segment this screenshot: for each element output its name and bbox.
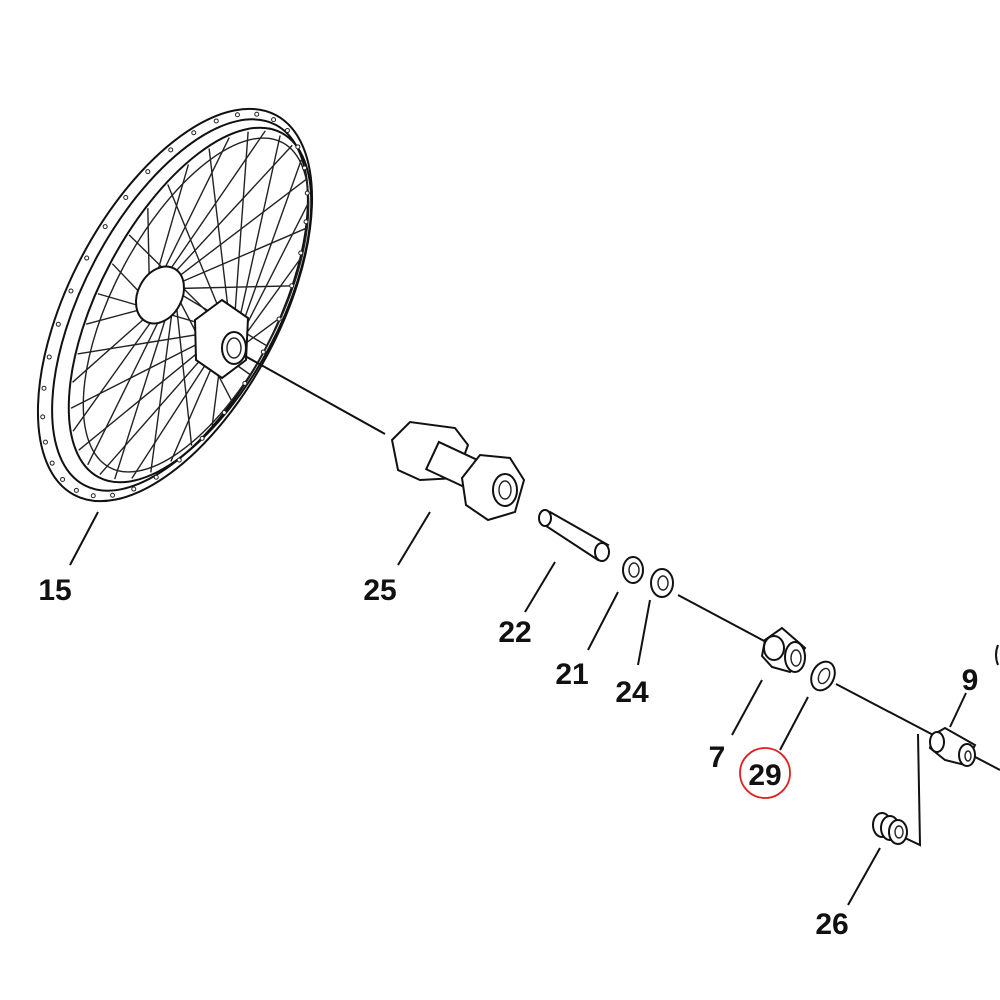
spoke (208, 148, 231, 320)
rim-hole (254, 111, 260, 117)
spacer-part-22 (538, 509, 610, 562)
rim-hole (213, 118, 219, 124)
rim-hole (68, 288, 74, 294)
rim-hole (168, 147, 174, 153)
rim-hole (303, 219, 309, 225)
rim-hole (84, 255, 90, 261)
washer-part-21 (622, 556, 644, 584)
axle-line (244, 355, 386, 435)
spoke (169, 144, 293, 278)
rim-hole (145, 169, 151, 175)
spoke (87, 318, 161, 466)
spoke (99, 352, 207, 475)
hub-part-25 (390, 420, 526, 522)
spoke (238, 201, 310, 341)
spoke (179, 227, 308, 284)
spoke (157, 137, 230, 282)
bushing-part-7 (760, 626, 807, 674)
rim-hole (271, 117, 277, 123)
spoke (175, 178, 308, 280)
spoke (152, 164, 190, 288)
leader-lines (69, 511, 967, 906)
spoke (233, 131, 249, 322)
rim-hole (46, 354, 52, 360)
rim-hole (73, 487, 79, 493)
rim-hole (176, 457, 182, 463)
part-label-29: 29 (748, 759, 781, 792)
seal-part-29 (810, 660, 836, 692)
rim-hole (110, 492, 116, 498)
part-label-9: 9 (962, 664, 979, 697)
rim-hole (191, 130, 197, 136)
spoke (182, 285, 294, 290)
part-label-26: 26 (815, 908, 848, 941)
spoke (163, 130, 266, 279)
rim-hole (199, 435, 205, 441)
rim-hole (123, 194, 129, 200)
rim-hole (260, 349, 266, 355)
part-label-25: 25 (363, 574, 396, 607)
rim-hole (131, 486, 137, 492)
part-label-15: 15 (38, 574, 71, 607)
rim-hole (298, 250, 304, 256)
bushing-part-9 (928, 726, 977, 767)
spoke (237, 135, 281, 327)
bracket-line (904, 733, 922, 847)
part-label-24: 24 (615, 676, 649, 709)
rim-hole (221, 410, 227, 416)
rim-hole (284, 128, 290, 134)
spoke (167, 184, 225, 320)
spoke (238, 159, 302, 334)
rim-hole (304, 190, 310, 196)
spoke (77, 332, 208, 355)
rim-hole (289, 283, 295, 289)
spoke (170, 360, 216, 462)
rim-hole (295, 144, 301, 150)
spoke (131, 357, 211, 479)
part-label-7: 7 (709, 741, 726, 774)
part-label-21: 21 (555, 658, 588, 691)
rim-hole (102, 224, 108, 230)
rim-hole (40, 414, 46, 420)
rim-hole (60, 476, 66, 482)
rim-hole (49, 460, 55, 466)
partial-part-edge (995, 644, 999, 666)
rim-hole (55, 321, 61, 327)
spoke (72, 316, 155, 432)
bearing-part-24 (650, 568, 674, 598)
axis-line (677, 594, 769, 644)
highlight-circle (739, 747, 791, 799)
bushing-part-26 (872, 812, 908, 845)
rim-hole (302, 165, 308, 171)
spoke (150, 314, 173, 473)
rim-hole (242, 380, 248, 386)
spoke-wheel (36, 107, 314, 503)
spoke (70, 339, 206, 409)
rim-hole (42, 439, 48, 445)
part-label-22: 22 (498, 616, 531, 649)
rim-hole (234, 112, 240, 118)
spoke (114, 317, 167, 480)
spoke (78, 346, 206, 451)
rim-hole (41, 385, 47, 391)
rim-hole (276, 316, 282, 322)
rim-hole (153, 474, 159, 480)
rim-hole (90, 493, 96, 499)
